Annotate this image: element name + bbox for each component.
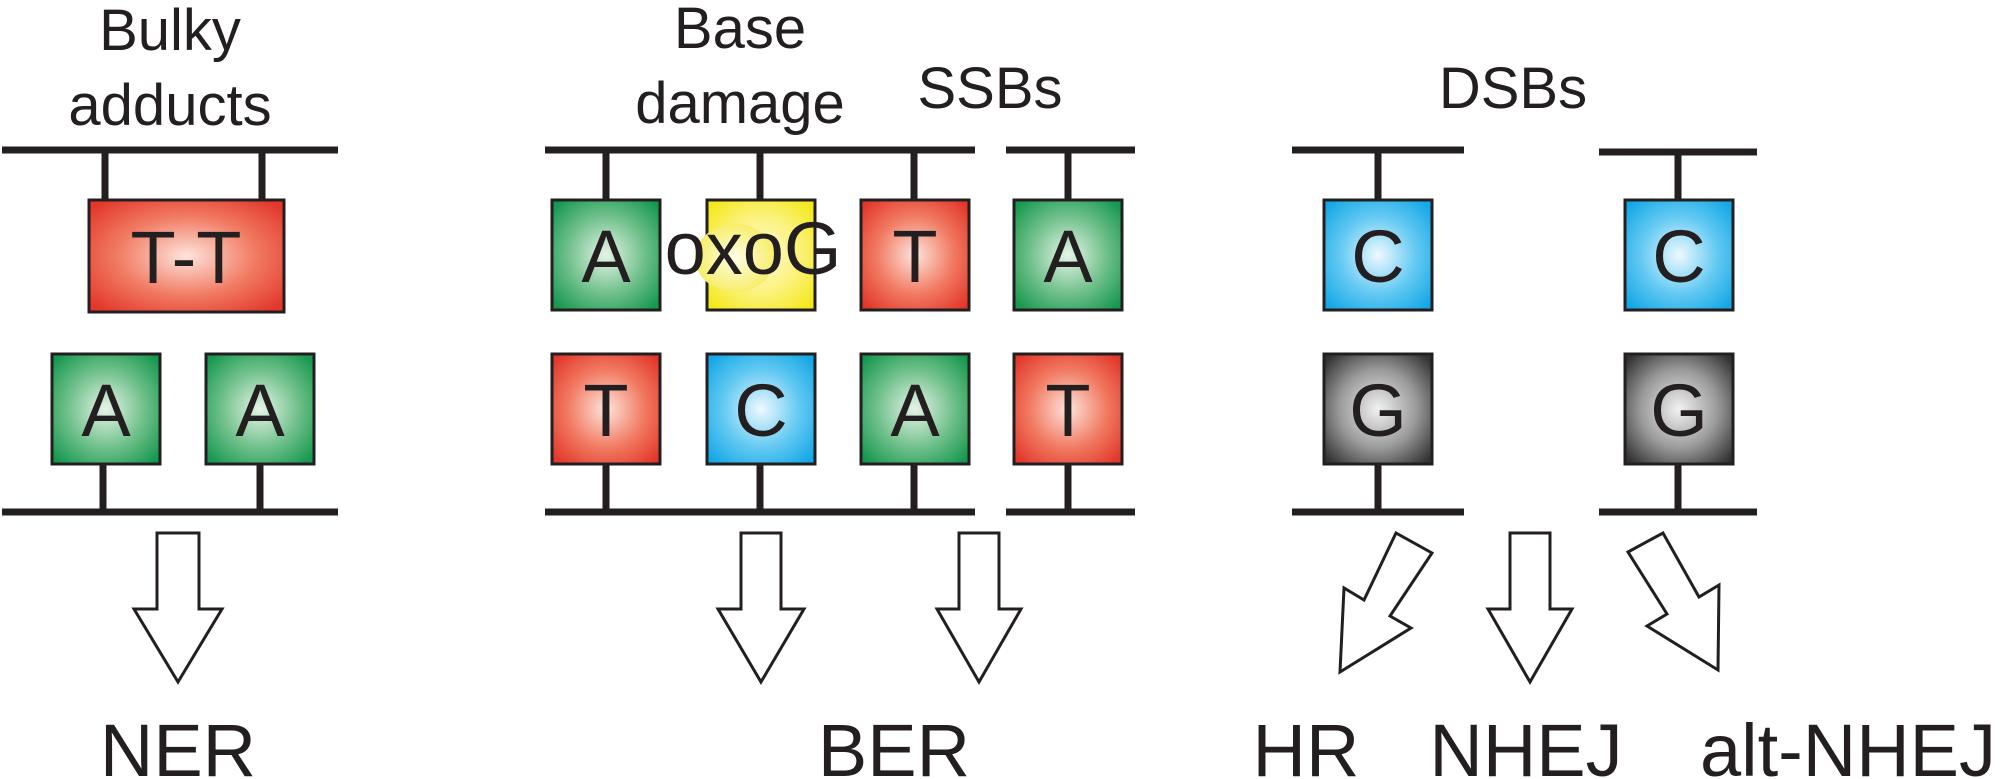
nhej-label: NHEJ: [1429, 709, 1622, 779]
tt-dimer-label: T-T: [131, 216, 242, 299]
bulky-adducts-label-line2: adducts: [68, 73, 271, 138]
dsb2-c-box: [1623, 198, 1735, 312]
ner-a2-label: A: [235, 369, 285, 452]
nhej-arrow: [1485, 531, 1575, 686]
ssb-arrow: [934, 531, 1024, 686]
dsb2-g-box: [1623, 352, 1735, 466]
ner-arrow: [131, 531, 225, 685]
ber-top-t-box: [859, 198, 971, 312]
ner-a2-box: [204, 352, 316, 466]
base-damage-label-line2: damage: [635, 71, 845, 136]
bulky-adducts-label-line1: Bulky: [99, 0, 241, 63]
dsbs-label: DSBs: [1439, 56, 1587, 121]
dsb2-c-label: C: [1652, 215, 1705, 298]
ner-panel: T-T A A NER: [2, 146, 338, 779]
ber-bot-t-box: [550, 352, 662, 466]
ber-bot-a-box: [859, 352, 971, 466]
ner-a1-box: [50, 352, 162, 466]
ber-label: BER: [818, 709, 970, 779]
dsb2-g-label: G: [1650, 369, 1708, 452]
base-damage-label-line1: Base: [674, 0, 806, 61]
ssb-top-a-label: A: [1043, 215, 1093, 298]
dsb-panel: C C G G HR NHEJ alt-NHEJ: [1253, 146, 1996, 779]
ber-bot-c-label: C: [734, 369, 787, 452]
ber-bot-c-box: [705, 352, 817, 466]
ber-top-a-label: A: [581, 215, 631, 298]
dsb1-g-label: G: [1349, 369, 1407, 452]
dsb1-c-box: [1322, 198, 1434, 312]
ber-top-t-label: T: [892, 215, 937, 298]
hr-arrow: [1338, 530, 1435, 675]
ssbs-label: SSBs: [917, 56, 1062, 121]
ssb-top-a-box: [1012, 198, 1124, 312]
tt-dimer-box: [87, 198, 286, 314]
ner-a1-label: A: [81, 369, 131, 452]
alt-nhej-label: alt-NHEJ: [1700, 709, 1996, 779]
ber-bot-t-label: T: [583, 369, 628, 452]
ber-arrow: [715, 531, 807, 685]
ber-top-a-box: [550, 198, 662, 312]
oxog-glow: [695, 224, 775, 292]
ber-top-oxog-label: oxoG: [665, 207, 842, 290]
ssb-bot-t-box: [1012, 352, 1124, 466]
ner-label: NER: [100, 709, 256, 779]
ssb-bot-t-label: T: [1045, 369, 1090, 452]
ber-panel: A oxoG T A T C A T BER: [545, 146, 1135, 779]
hr-label: HR: [1253, 709, 1360, 779]
dsb1-c-label: C: [1351, 215, 1404, 298]
alt-nhej-arrow: [1625, 530, 1721, 673]
ber-bot-a-label: A: [890, 369, 940, 452]
